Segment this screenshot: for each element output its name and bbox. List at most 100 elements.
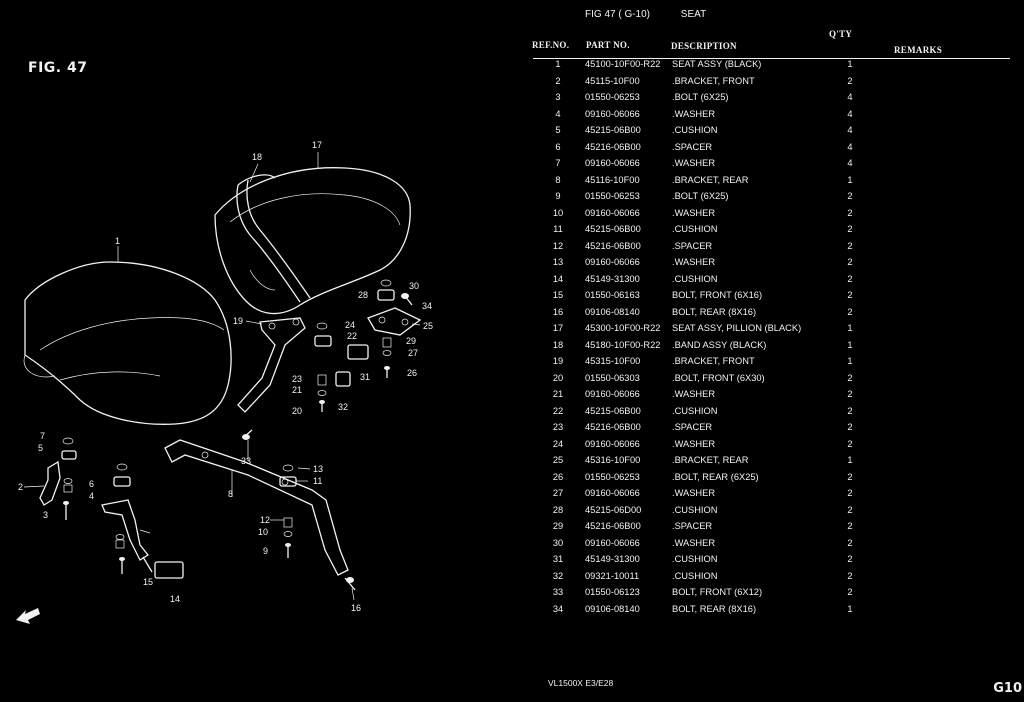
ref-no-cell: 25	[552, 455, 564, 466]
qty-cell: 2	[847, 537, 853, 548]
col-part-no: PART NO.	[586, 40, 630, 50]
callout-29: 29	[406, 336, 416, 346]
leader-lines	[23, 152, 421, 601]
description-cell: .CUSHION	[672, 273, 718, 284]
callout-4: 4	[89, 491, 94, 501]
description-cell: .CUSHION	[672, 125, 718, 136]
col-remarks: REMARKS	[894, 45, 943, 55]
callout-28: 28	[358, 290, 368, 300]
ref-no-cell: 22	[552, 405, 564, 416]
qty-cell: 1	[847, 603, 853, 614]
qty-cell: 2	[847, 587, 853, 598]
callout-2: 2	[18, 482, 23, 492]
ref-no-cell: 16	[552, 306, 564, 317]
callout-19: 19	[233, 316, 243, 326]
page-code: G10	[993, 681, 1022, 696]
callout-labels: 1 2 3 4 5 6 7 8 9 10 11 12 13 14 15 16 1…	[18, 140, 433, 613]
part-no-cell: 09160-06066	[585, 389, 640, 400]
qty-cell: 2	[847, 471, 853, 482]
description-cell: .BRACKET, REAR	[672, 174, 749, 185]
part-no-cell: 45215-06D00	[585, 504, 642, 515]
callout-6: 6	[89, 479, 94, 489]
col-ref-no: REF.NO.	[532, 40, 570, 50]
qty-cell: 2	[847, 191, 853, 202]
qty-cell: 1	[847, 356, 853, 367]
qty-cell: 2	[847, 405, 853, 416]
pillion-rear-bracket-drawing	[367, 307, 422, 336]
callout-1: 1	[115, 236, 120, 246]
description-cell: SEAT ASSY (BLACK)	[672, 59, 762, 70]
ref-no-cell: 1	[555, 59, 561, 70]
ref-no-cell: 27	[552, 488, 564, 499]
description-cell: .SPACER	[672, 141, 713, 152]
qty-cell: 2	[847, 438, 853, 449]
callout-34: 34	[422, 301, 432, 311]
description-cell: SEAT ASSY, PILLION (BLACK)	[672, 323, 802, 334]
description-cell: .WASHER	[672, 158, 716, 169]
qty-cell: 1	[847, 339, 853, 350]
description-cell: .SPACER	[672, 521, 713, 532]
callout-5: 5	[38, 443, 43, 453]
qty-cell: 2	[847, 306, 853, 317]
description-cell: .WASHER	[672, 537, 716, 548]
description-cell: .BAND ASSY (BLACK)	[672, 339, 767, 350]
callout-16: 16	[351, 603, 361, 613]
callout-26: 26	[407, 368, 417, 378]
callout-30: 30	[409, 281, 419, 291]
ref-no-cell: 31	[552, 554, 564, 565]
callout-31: 31	[360, 372, 370, 382]
part-no-cell: 09106-08140	[585, 306, 640, 317]
part-no-cell: 45215-06B00	[585, 405, 641, 416]
qty-cell: 2	[847, 224, 853, 235]
callout-18: 18	[252, 152, 262, 162]
qty-cell: 4	[847, 108, 853, 119]
description-cell: .BOLT (6X25)	[672, 191, 729, 202]
part-no-cell: 01550-06253	[585, 92, 640, 103]
part-no-cell: 09160-06066	[585, 207, 640, 218]
seat-diagram-svg: 1 2 3 4 5 6 7 8 9 10 11 12 13 14 15 16 1…	[16, 140, 433, 624]
ref-no-cell: 15	[552, 290, 564, 301]
qty-cell: 2	[847, 554, 853, 565]
qty-cell: 2	[847, 504, 853, 515]
part-no-cell: 45215-06B00	[585, 224, 641, 235]
figure-number: FIG 47 ( G-10)	[585, 9, 651, 20]
part-no-cell: 01550-06123	[585, 587, 640, 598]
description-cell: .BRACKET, FRONT	[672, 356, 755, 367]
col-description: DESCRIPTION	[671, 41, 737, 51]
part-no-cell: 09160-06066	[585, 438, 640, 449]
callout-22: 22	[347, 331, 357, 341]
model-footer: VL1500X E3/E28	[548, 678, 614, 688]
ref-no-cell: 13	[552, 257, 564, 268]
description-cell: .BOLT, FRONT (6X30)	[672, 372, 765, 383]
description-cell: BOLT, FRONT (6X12)	[672, 587, 763, 598]
part-no-cell: 45300-10F00-R22	[585, 323, 661, 334]
qty-cell: 4	[847, 92, 853, 103]
qty-cell: 1	[847, 323, 853, 334]
part-no-cell: 45100-10F00-R22	[585, 59, 661, 70]
callout-9: 9	[263, 546, 268, 556]
ref-no-cell: 20	[552, 372, 564, 383]
exploded-diagram: 1 2 3 4 5 6 7 8 9 10 11 12 13 14 15 16 1…	[0, 120, 470, 640]
part-no-cell: 09160-06066	[585, 257, 640, 268]
qty-cell: 2	[847, 372, 853, 383]
description-cell: .BOLT (6X25)	[672, 92, 729, 103]
part-no-cell: 45149-31300	[585, 273, 640, 284]
ref-no-cell: 17	[552, 323, 564, 334]
part-no-cell: 01550-06253	[585, 191, 640, 202]
callout-13: 13	[313, 464, 323, 474]
ref-no-cell: 24	[552, 438, 564, 449]
ref-no-cell: 4	[555, 108, 561, 119]
pillion-front-bracket-drawing	[237, 317, 306, 413]
ref-no-cell: 12	[552, 240, 564, 251]
